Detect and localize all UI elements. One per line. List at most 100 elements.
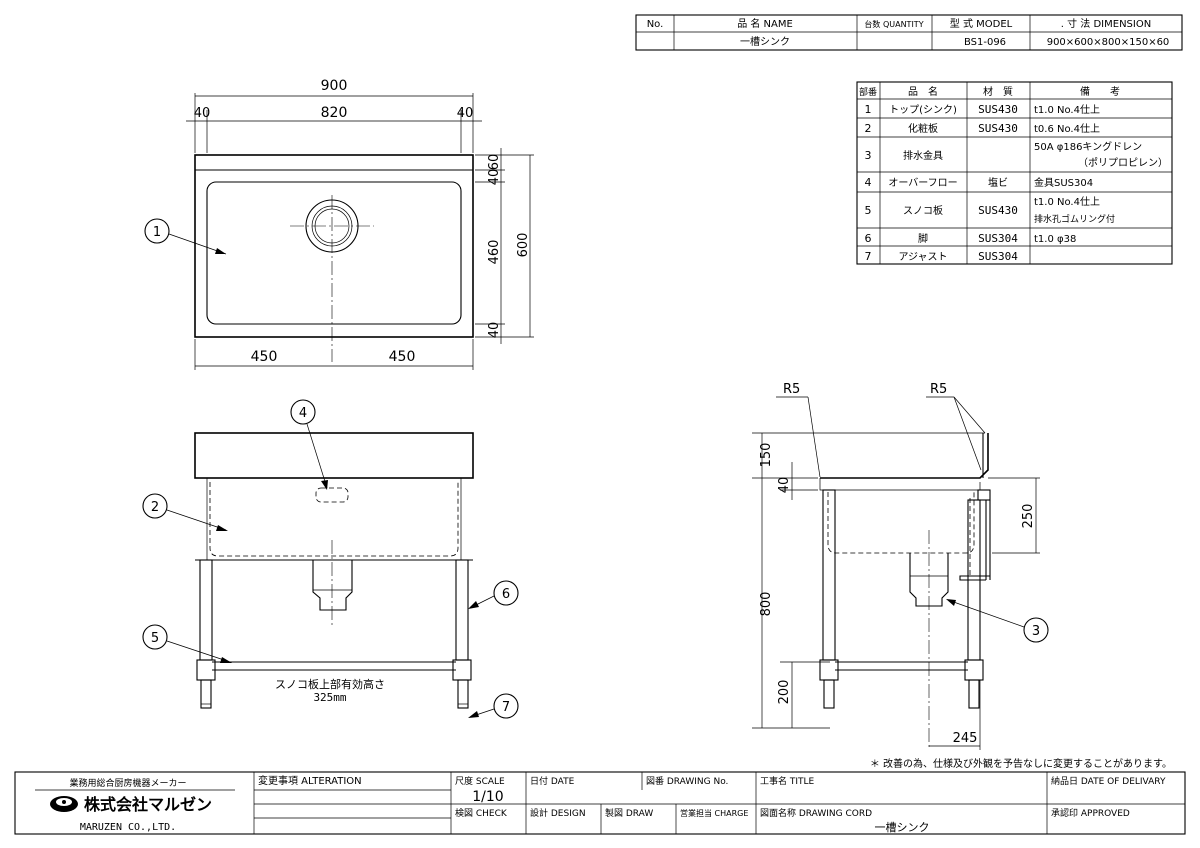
arrow-4-icon <box>321 480 328 490</box>
date-label: 日付 DATE <box>530 776 575 787</box>
parts-header-note: 備 考 <box>1080 85 1120 98</box>
parts-row-note-sub: （ポリプロピレン） <box>1078 157 1168 169</box>
parts-row-material: 塩ビ <box>988 176 1008 189</box>
drawing-name: 一槽シンク <box>875 821 930 834</box>
alteration-label: 変更事項 ALTERATION <box>258 774 362 787</box>
header-row-dim: 900×600×800×150×60 <box>1047 37 1170 48</box>
header-row-model: BS1-096 <box>964 37 1006 48</box>
parts-row-name: 化粧板 <box>908 122 938 135</box>
arrow-3-icon <box>946 599 956 606</box>
dim-side-left: 40 <box>194 106 211 121</box>
shelf-note-line1: スノコ板上部有効高さ <box>275 677 385 691</box>
radius-right: R5 <box>930 382 947 397</box>
charge-label: 営業担当 CHARGE <box>680 808 748 818</box>
header-dim: . 寸 法 DIMENSION <box>1061 17 1151 30</box>
dim-bowl-depth: 460 <box>487 240 502 265</box>
parts-row-material: SUS430 <box>978 103 1018 116</box>
header-table: No. 品 名 NAME 台数 QUANTITY 型 式 MODEL . 寸 法… <box>635 14 1183 51</box>
arrow-7-icon <box>468 711 479 718</box>
parts-row: 3 排水金具 50A φ186キングドレン （ポリプロピレン） <box>865 140 1169 169</box>
parts-header-name: 品 名 <box>908 85 938 98</box>
balloon-1: 1 <box>153 225 161 240</box>
parts-row-name: アジャスト <box>898 252 947 263</box>
dim-half-right: 450 <box>389 349 416 365</box>
delivery-label: 納品日 DATE OF DELIVARY <box>1051 775 1166 787</box>
dim-back-ledge: 40 <box>487 169 502 186</box>
side-view: R5 R5 150 40 800 200 250 245 3 <box>752 382 1049 750</box>
dim-height: 800 <box>759 592 774 617</box>
parts-row-name: スノコ板 <box>903 204 943 217</box>
shelf-note-line2: 325mm <box>313 691 346 704</box>
arrow-5-icon <box>220 657 232 663</box>
company-name-en: MARUZEN CO.,LTD. <box>80 822 176 833</box>
parts-row: 4 オーバーフロー 塩ビ 金具SUS304 <box>865 176 1094 189</box>
parts-row-no: 7 <box>865 250 872 263</box>
parts-row: 2 化粧板 SUS430 t0.6 No.4仕上 <box>865 122 1100 135</box>
dim-top-ledge: 40 <box>777 477 792 494</box>
parts-row-note: t1.0 φ38 <box>1034 234 1076 245</box>
parts-row-note: t1.0 No.4仕上 <box>1034 103 1100 116</box>
maruzen-logo-icon <box>50 796 78 812</box>
header-qty: 台数 QUANTITY <box>864 19 923 29</box>
radius-left: R5 <box>783 382 800 397</box>
parts-row: 5 スノコ板 SUS430 t1.0 No.4仕上 排水孔ゴムリング付 <box>865 195 1116 225</box>
company-name: 株式会社マルゼン <box>84 795 212 814</box>
parts-row-note: t0.6 No.4仕上 <box>1034 122 1100 135</box>
drawing-no-label: 図番 DRAWING No. <box>646 775 728 787</box>
header-name: 品 名 NAME <box>737 17 793 30</box>
plan-view: 900 820 40 40 450 450 60 40 460 40 600 1 <box>144 78 534 370</box>
balloon-3: 3 <box>1032 624 1040 639</box>
parts-row-name: トップ(シンク) <box>889 104 957 116</box>
parts-row-no: 4 <box>865 176 872 189</box>
parts-row-no: 3 <box>865 149 872 162</box>
parts-row-name: オーバーフロー <box>888 177 957 189</box>
dim-total-width: 900 <box>321 78 348 94</box>
parts-table: 部番 品 名 材 質 備 考 1 トップ(シンク) SUS430 t1.0 No… <box>856 81 1173 265</box>
parts-row-material: SUS430 <box>978 204 1018 217</box>
design-label: 設計 DESIGN <box>530 807 586 819</box>
parts-row-name: 排水金具 <box>903 149 943 162</box>
parts-row-note: 金具SUS304 <box>1034 176 1093 189</box>
balloon-5: 5 <box>151 631 159 646</box>
parts-row-note-sub: 排水孔ゴムリング付 <box>1034 213 1115 225</box>
scale-value: 1/10 <box>472 789 503 805</box>
parts-row: 7 アジャスト SUS304 <box>865 250 1019 263</box>
parts-row-material: SUS304 <box>978 250 1018 263</box>
dim-half-left: 450 <box>251 349 278 365</box>
dim-front-ledge: 40 <box>487 322 502 339</box>
check-label: 検図 CHECK <box>455 807 508 819</box>
title-block: 業務用総合厨房機器メーカー 株式会社マルゼン MARUZEN CO.,LTD. … <box>14 771 1186 835</box>
draw-label: 製図 DRAW <box>605 807 653 819</box>
arrow-1-icon <box>215 248 226 254</box>
dim-drain-pos: 245 <box>953 731 978 746</box>
parts-row: 1 トップ(シンク) SUS430 t1.0 No.4仕上 <box>865 103 1100 116</box>
header-model: 型 式 MODEL <box>950 17 1013 30</box>
parts-header-no: 部番 <box>859 86 877 98</box>
maker-caption: 業務用総合厨房機器メーカー <box>69 777 186 789</box>
parts-row-no: 5 <box>865 204 872 217</box>
balloon-4: 4 <box>299 406 307 421</box>
parts-row: 6 脚 SUS304 t1.0 φ38 <box>865 232 1077 245</box>
parts-row-name: 脚 <box>918 232 928 245</box>
dim-shelf: 200 <box>777 680 792 705</box>
scale-label: 尺度 SCALE <box>455 775 505 787</box>
dim-side-right: 40 <box>457 106 474 121</box>
title-label: 工事名 TITLE <box>760 775 815 787</box>
dim-back-upstand: 60 <box>487 154 502 171</box>
balloon-2: 2 <box>151 500 159 515</box>
balloon-7: 7 <box>502 700 510 715</box>
approved-label: 承認印 APPROVED <box>1051 807 1130 819</box>
dim-bowl: 250 <box>1021 504 1036 529</box>
dim-backsplash: 150 <box>759 443 774 468</box>
header-row-name: 一槽シンク <box>740 35 790 48</box>
parts-header-material: 材 質 <box>983 85 1013 98</box>
parts-row-material: SUS304 <box>978 232 1018 245</box>
arrow-6-icon <box>468 601 479 609</box>
dim-inner-width: 820 <box>321 105 348 121</box>
parts-row-no: 6 <box>865 232 872 245</box>
balloon-6: 6 <box>502 587 510 602</box>
front-view: スノコ板上部有効高さ 325mm 4 2 6 5 7 <box>142 399 519 719</box>
dim-depth-total: 600 <box>516 233 531 258</box>
parts-row-material: SUS430 <box>978 122 1018 135</box>
